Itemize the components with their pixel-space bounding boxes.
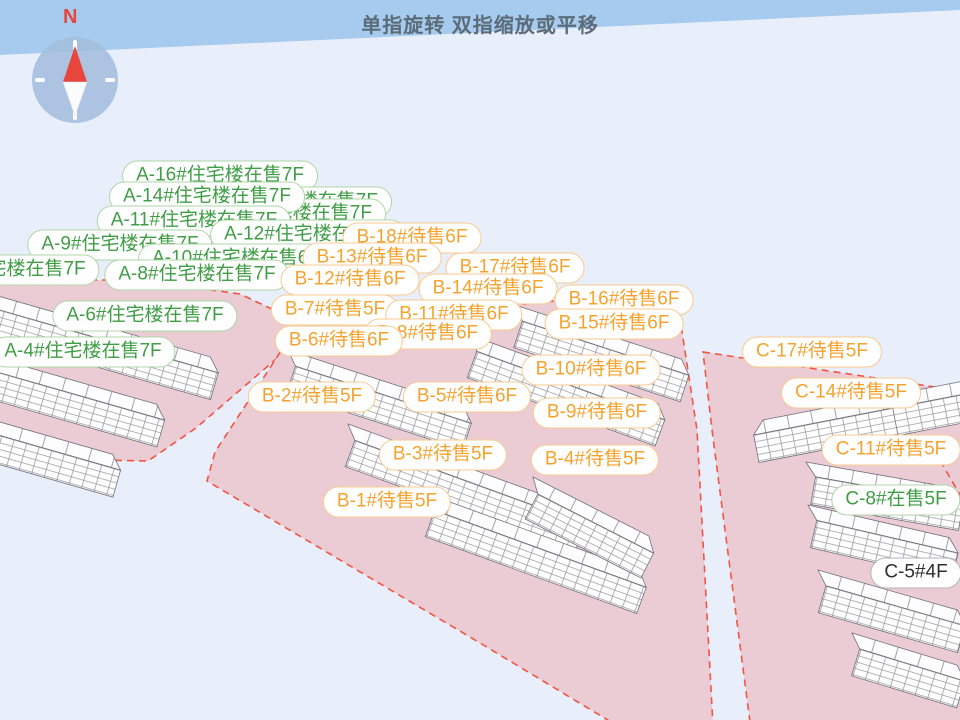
building-label-B-5[interactable]: B-5#待售6F (402, 381, 532, 413)
sky-band (0, 0, 960, 55)
building-label-A-4[interactable]: A-4#住宅楼在售7F (0, 336, 176, 368)
building-block (524, 476, 655, 579)
building-label-B-10[interactable]: B-10#待售6F (521, 354, 661, 386)
building-label-B-9[interactable]: B-9#待售6F (532, 397, 662, 429)
building-label-B-1[interactable]: B-1#待售5F (322, 486, 452, 518)
building-label-C-14[interactable]: C-14#待售5F (781, 377, 921, 409)
compass-north-label: N (63, 6, 78, 28)
compass-needle-north (63, 46, 87, 82)
building-label-B-15[interactable]: B-15#待售6F (544, 308, 684, 340)
building-block (850, 632, 960, 709)
building-label-A-7[interactable]: A-7#住宅楼在售7F (0, 254, 100, 286)
building-label-C-11[interactable]: C-11#待售5F (821, 434, 960, 466)
compass[interactable] (32, 37, 118, 123)
building-label-C-17[interactable]: C-17#待售5F (742, 336, 882, 368)
building-block (0, 401, 122, 498)
building-label-C-5[interactable]: C-5#4F (870, 557, 960, 589)
building-label-B-12[interactable]: B-12#待售6F (280, 264, 420, 296)
building-label-B-4[interactable]: B-4#待售5F (530, 444, 660, 476)
building-label-A-6[interactable]: A-6#住宅楼在售7F (52, 300, 238, 332)
building-label-B-2[interactable]: B-2#待售5F (247, 381, 377, 413)
building-label-A-8[interactable]: A-8#住宅楼在售7F (104, 259, 290, 291)
building-label-B-6[interactable]: B-6#待售6F (274, 325, 404, 357)
building-label-B-3[interactable]: B-3#待售5F (378, 439, 508, 471)
building-block (817, 569, 960, 654)
building-label-A-16[interactable]: A-16#住宅楼在售7F (122, 160, 318, 192)
gesture-hint-text: 单指旋转 双指缩放或平移 (361, 15, 599, 37)
building-label-C-8[interactable]: C-8#在售5F (831, 484, 960, 516)
compass-needle-south (62, 81, 88, 117)
